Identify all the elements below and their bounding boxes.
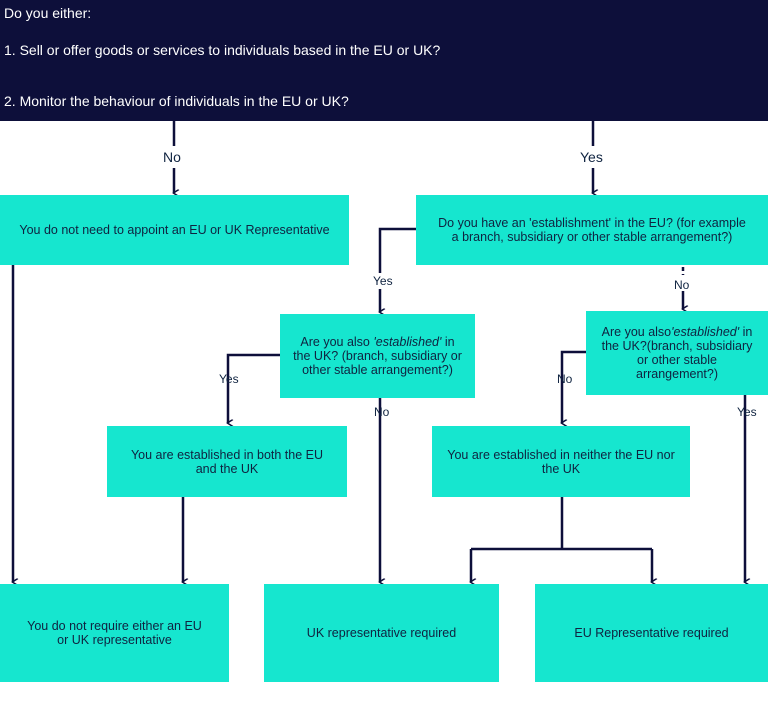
edge-label-no: No	[557, 372, 573, 386]
node-eu-representative-required: EU Representative required	[535, 584, 768, 682]
node-text-emphasis: 'established'	[671, 325, 740, 339]
node-text: You are established in both the EU and t…	[130, 447, 324, 476]
edge-label-no: No	[374, 405, 390, 419]
node-text: Are you also'established' in the UK?(bra…	[598, 325, 756, 381]
node-established-both: You are established in both the EU and t…	[107, 426, 347, 497]
edge-ukleft-yes	[228, 353, 280, 423]
node-text-pre: Are you also	[300, 335, 370, 349]
edge-neither-split	[471, 497, 652, 551]
edge-eu-yes	[378, 227, 416, 273]
node-text: EU Representative required	[574, 626, 729, 640]
node-text: You do not need to appoint an EU or UK R…	[19, 223, 330, 237]
node-eu-establishment-question: Do you have an 'establishment' in the EU…	[416, 195, 768, 265]
node-text: You do not require either an EU or UK re…	[27, 619, 202, 647]
node-established-neither: You are established in neither the EU no…	[432, 426, 690, 497]
edge-ukright-no	[562, 350, 586, 423]
node-uk-representative-required: UK representative required	[264, 584, 499, 682]
edge-label-no: No	[674, 278, 690, 292]
node-no-need-to-appoint: You do not need to appoint an EU or UK R…	[0, 195, 349, 265]
edge-label-yes: Yes	[219, 372, 239, 386]
node-no-representative-required: You do not require either an EU or UK re…	[0, 584, 229, 682]
edge-label-yes: Yes	[373, 274, 393, 288]
edge-label-yes: Yes	[737, 405, 757, 419]
node-text-emphasis: 'established'	[373, 335, 442, 349]
node-text: You are established in neither the EU no…	[447, 447, 675, 476]
node-uk-established-question-left: Are you also 'established' in the UK? (b…	[280, 314, 475, 398]
node-text: UK representative required	[306, 626, 457, 640]
node-text-pre: Are you also	[601, 325, 672, 339]
question-header: Do you either: 1. Sell or offer goods or…	[0, 0, 768, 121]
node-text-post: in the UK?(branch, subsidiary or other s…	[601, 325, 753, 381]
question-option-2: 2. Monitor the behaviour of individuals …	[4, 93, 349, 109]
node-text-post: in the UK? (branch, subsidiary or other …	[293, 335, 462, 377]
question-option-1: 1. Sell or offer goods or services to in…	[4, 42, 441, 58]
edge-label-yes: Yes	[580, 149, 603, 165]
question-intro: Do you either:	[4, 5, 92, 21]
edge-label-no: No	[163, 149, 181, 165]
node-text: Are you also 'established' in the UK? (b…	[290, 335, 465, 377]
node-text: Do you have an 'establishment' in the EU…	[438, 216, 746, 244]
node-uk-established-question-right: Are you also'established' in the UK?(bra…	[586, 311, 768, 395]
